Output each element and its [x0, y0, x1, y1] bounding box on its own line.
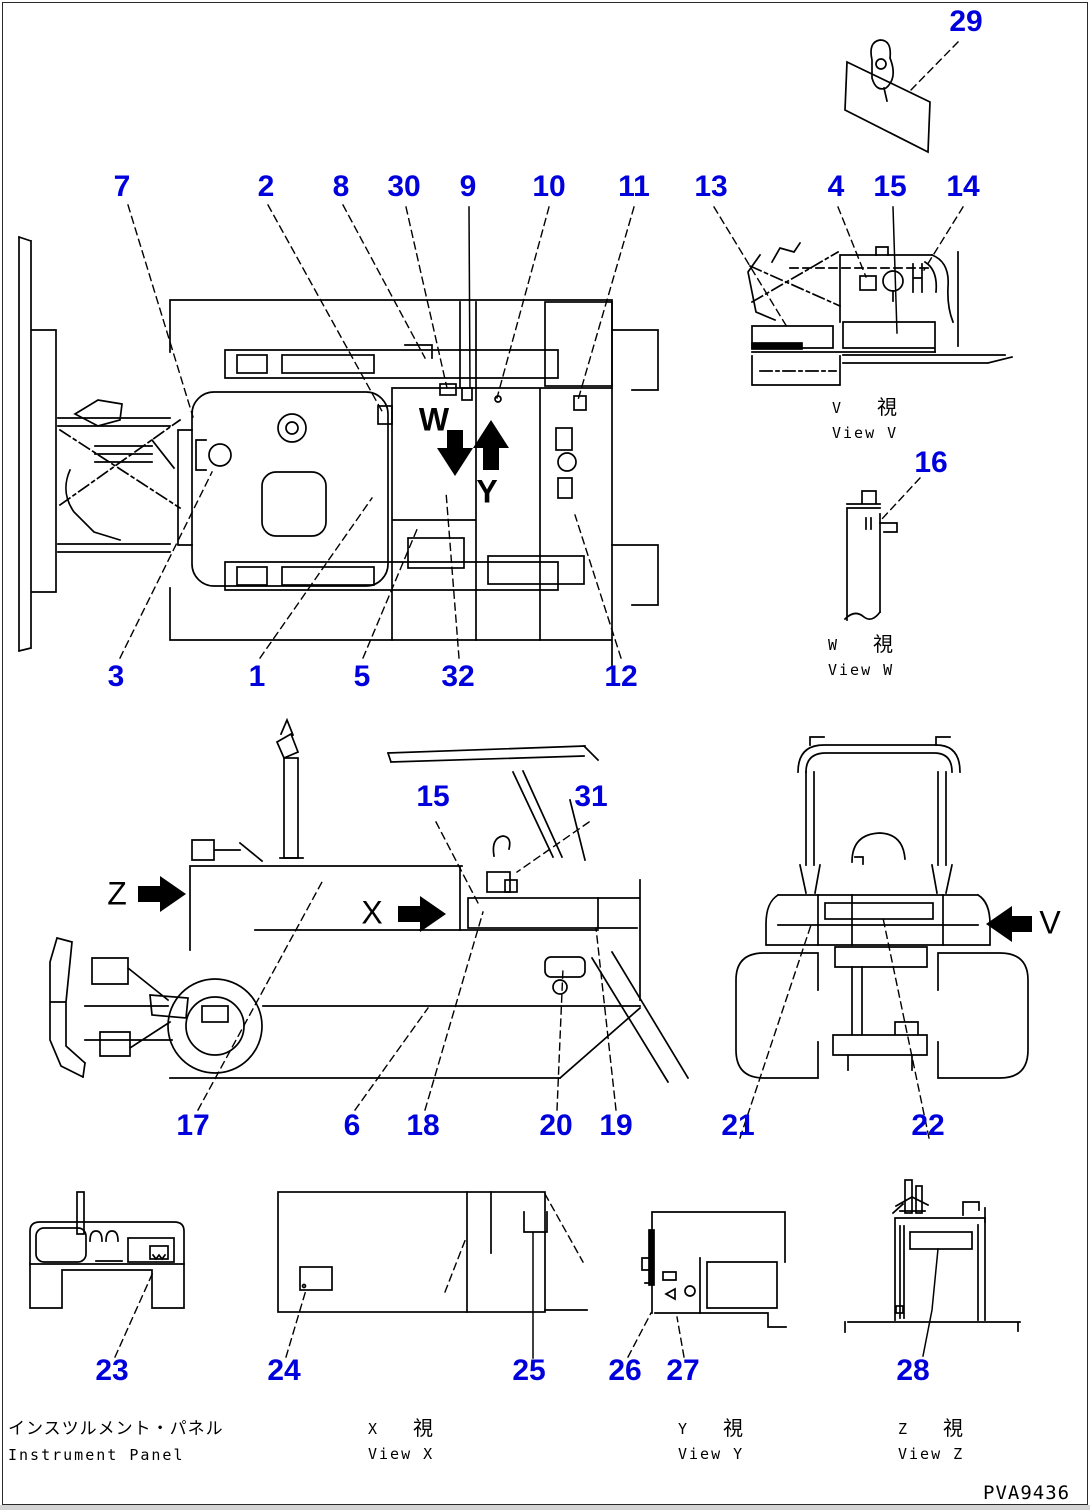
callout-18: 18	[406, 1109, 440, 1142]
view-w-drawing	[843, 490, 898, 621]
callout-4: 4	[827, 170, 845, 203]
callout-29: 29	[949, 5, 983, 38]
direction-letter-v: V	[1039, 904, 1061, 941]
direction-letter-y: Y	[476, 473, 498, 510]
callout-26: 26	[608, 1354, 642, 1387]
callout-30: 30	[387, 170, 421, 203]
view-v-drawing	[747, 241, 1014, 386]
rear-view-drawing	[735, 736, 1029, 1079]
view-v-axis: V	[832, 399, 842, 417]
callout-31: 31	[574, 780, 608, 813]
arrow-left-v-icon	[986, 906, 1032, 942]
callout-8: 8	[332, 170, 350, 203]
callout-1: 1	[248, 660, 266, 693]
instrument-panel-label: インスツルメント・パネル Instrument Panel	[8, 1414, 224, 1464]
view-x-en: View X	[368, 1445, 435, 1463]
direction-letter-x: X	[361, 894, 383, 931]
arrow-right-z-icon	[138, 876, 186, 912]
view-w-axis: W	[828, 636, 838, 654]
callout-27: 27	[666, 1354, 700, 1387]
arrow-right-x-icon	[398, 896, 446, 932]
view-y-en: View Y	[678, 1445, 745, 1463]
mirror-drawing	[844, 39, 931, 154]
view-x-drawing	[277, 1191, 588, 1313]
callout-20: 20	[539, 1109, 573, 1142]
instrument-panel-en: Instrument Panel	[8, 1446, 185, 1464]
callout-22: 22	[911, 1109, 945, 1142]
side-view-drawing	[49, 717, 690, 1084]
callout-19: 19	[599, 1109, 633, 1142]
callout-7: 7	[113, 170, 131, 203]
view-w-kanji: 視	[873, 632, 894, 656]
view-y-kanji: 視	[723, 1416, 744, 1440]
view-x-label: X 視 View X	[368, 1418, 434, 1463]
view-y-label: Y 視 View Y	[678, 1418, 744, 1463]
callout-21: 21	[721, 1109, 755, 1142]
callout-23: 23	[95, 1354, 129, 1387]
callout-14: 14	[946, 170, 980, 203]
view-z-drawing	[844, 1179, 1021, 1333]
arrow-down-w-icon	[437, 430, 473, 476]
callout-6: 6	[343, 1109, 361, 1142]
leader-lines	[114, 41, 964, 1358]
callout-12: 12	[604, 660, 638, 693]
callout-32: 32	[441, 660, 475, 693]
callout-17: 17	[176, 1109, 210, 1142]
drawing-code: PVA9436	[983, 1482, 1071, 1504]
direction-letter-z: Z	[107, 875, 127, 912]
view-v-en: View V	[832, 424, 899, 442]
callout-5: 5	[353, 660, 371, 693]
callout-28: 28	[896, 1354, 930, 1387]
view-z-axis: Z	[898, 1420, 908, 1438]
leader-lines-solid	[468, 206, 939, 1359]
instrument-panel-jp: インスツルメント・パネル	[8, 1419, 224, 1439]
instrument-panel-drawing	[29, 1191, 185, 1309]
plan-view-drawing	[17, 235, 659, 666]
direction-letter-w: W	[418, 401, 450, 438]
view-v-kanji: 視	[877, 395, 898, 419]
view-z-en: View Z	[898, 1445, 965, 1463]
callout-13: 13	[694, 170, 728, 203]
view-x-axis: X	[368, 1420, 378, 1438]
view-z-kanji: 視	[943, 1416, 964, 1440]
callout-15-top: 15	[873, 170, 907, 203]
callout-2: 2	[257, 170, 275, 203]
view-v-label: V 視 View V	[832, 397, 898, 442]
view-w-en: View W	[828, 661, 895, 679]
callout-24: 24	[267, 1354, 301, 1387]
arrow-up-y-icon	[473, 420, 509, 470]
view-x-kanji: 視	[413, 1416, 434, 1440]
view-z-label: Z 視 View Z	[898, 1418, 964, 1463]
callout-9: 9	[459, 170, 477, 203]
callout-11: 11	[618, 170, 650, 203]
view-y-axis: Y	[678, 1420, 688, 1438]
view-w-label: W 視 View W	[828, 634, 894, 679]
direction-arrows	[138, 420, 1032, 942]
callout-25: 25	[512, 1354, 546, 1387]
callout-10: 10	[532, 170, 566, 203]
callout-15-side: 15	[416, 780, 450, 813]
page-bottom-strip	[0, 1505, 1090, 1510]
callout-3: 3	[107, 660, 125, 693]
view-y-drawing	[641, 1211, 787, 1328]
callout-16: 16	[914, 446, 948, 479]
